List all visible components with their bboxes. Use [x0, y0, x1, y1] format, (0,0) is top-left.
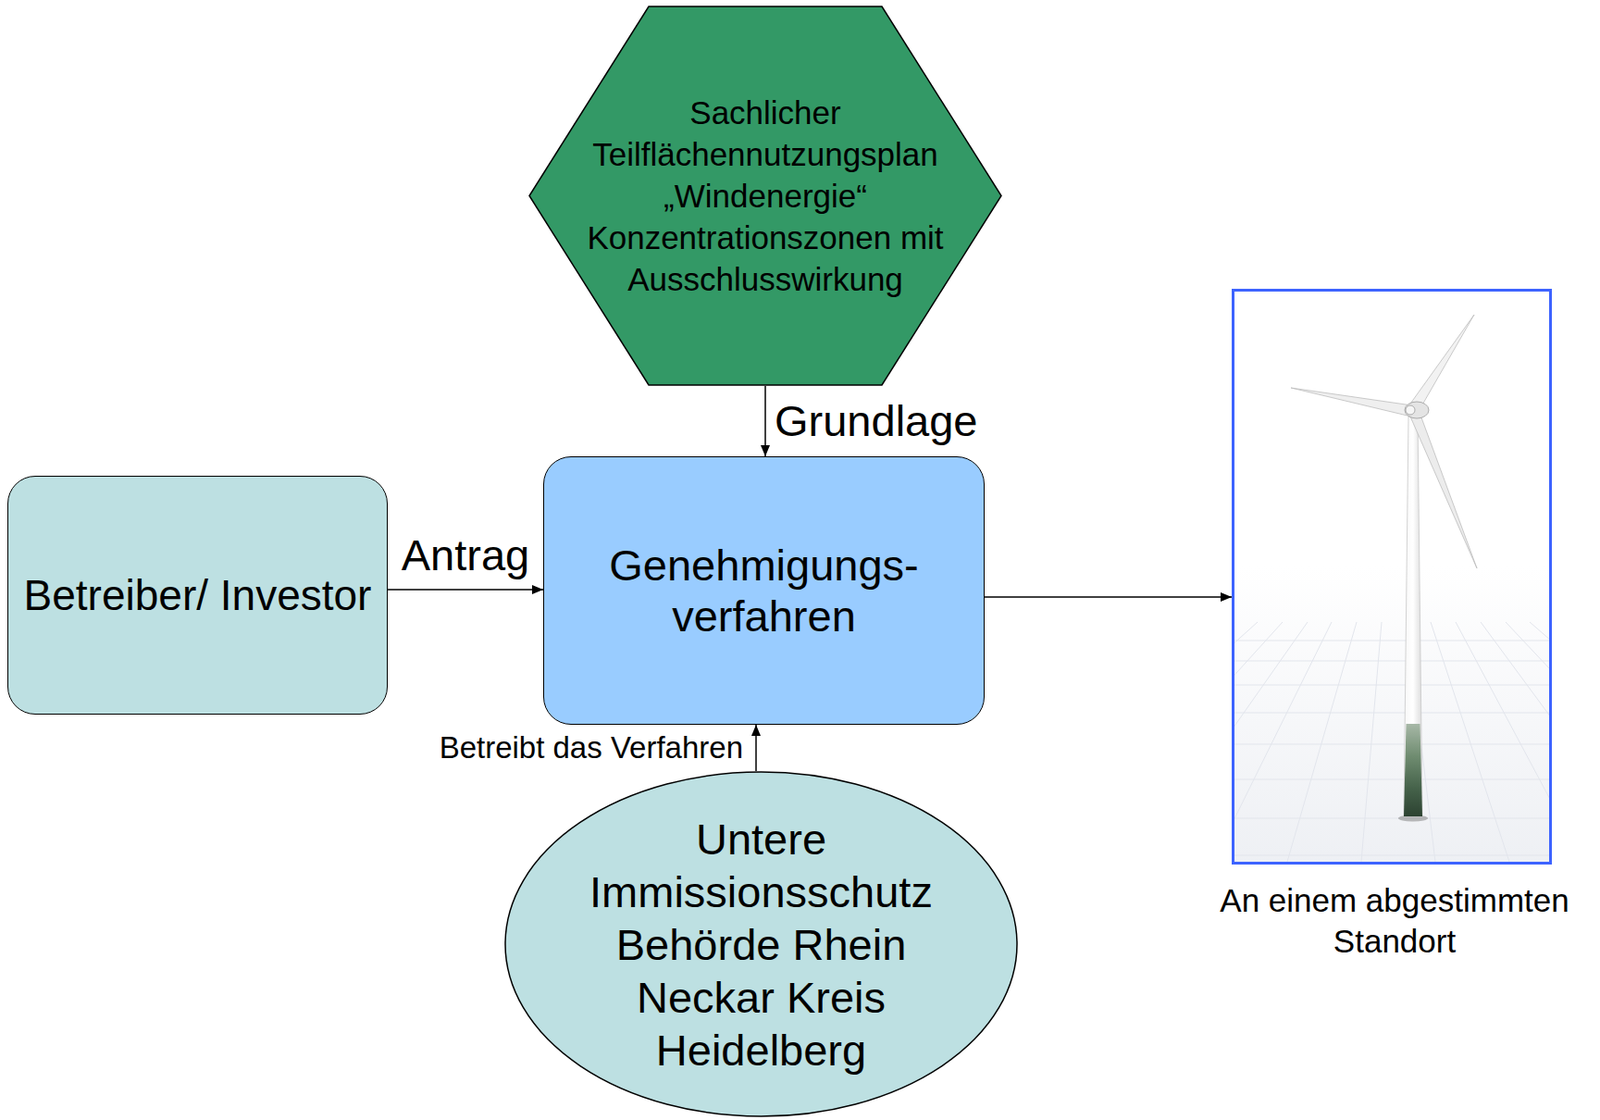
- plan-hexagon: Sachlicher Teilflächennutzungsplan „Wind…: [528, 5, 1003, 386]
- nacelle: [1404, 401, 1429, 419]
- rotor-hub: [1405, 405, 1415, 415]
- node-label: Untere Immissionsschutz Behörde Rhein Ne…: [562, 812, 961, 1077]
- floor-grid: [1234, 566, 1550, 862]
- tower: [1403, 416, 1423, 817]
- connector-arrow: [984, 595, 1232, 598]
- node-label: Genehmigungs- verfahren: [560, 539, 968, 642]
- turbine-frame: An einem abgestimmten Standort: [1231, 288, 1552, 865]
- rotor-blade: [1408, 314, 1475, 413]
- connector-arrow: [764, 385, 767, 457]
- connector-arrow: [387, 588, 544, 591]
- process-box: Genehmigungs- verfahren: [543, 456, 985, 725]
- connector-label: Antrag: [401, 530, 530, 581]
- node-label: Sachlicher Teilflächennutzungsplan „Wind…: [578, 91, 953, 300]
- hexagon-shape: [529, 6, 1002, 385]
- authority-ellipse: Untere Immissionsschutz Behörde Rhein Ne…: [504, 770, 1018, 1117]
- connector-arrow: [755, 724, 757, 771]
- connector-label: Grundlage: [774, 396, 979, 447]
- connector-label: Betreibt das Verfahren: [439, 730, 744, 766]
- rotor-blade: [1290, 387, 1413, 417]
- node-label: Betreiber/ Investor: [24, 570, 373, 621]
- caption-holder: An einem abgestimmten Standort: [1200, 880, 1589, 962]
- rotor-blade: [1410, 409, 1477, 569]
- image-caption: An einem abgestimmten Standort: [1200, 880, 1589, 962]
- tower-base: [1403, 723, 1423, 817]
- wind-turbine-illustration: [1231, 288, 1552, 865]
- ellipse-shape: [505, 771, 1018, 1117]
- actor-box: Betreiber/ Investor: [7, 475, 388, 715]
